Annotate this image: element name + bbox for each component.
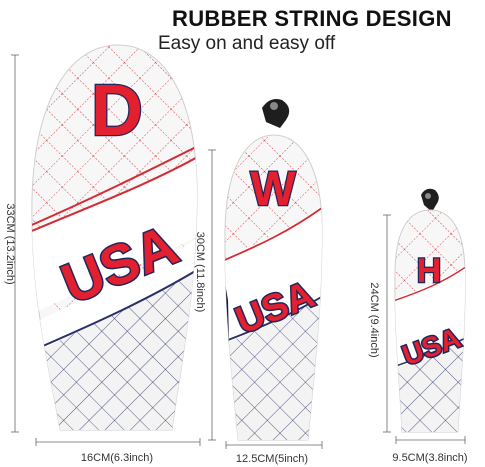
hybrid-headcover: H USA <box>394 188 466 433</box>
fairway-height-label: 30CM (11.8inch) <box>194 232 206 313</box>
fairway-width-dimension <box>225 441 323 449</box>
hybrid-height-label: 24CM (9.4inch) <box>368 282 380 357</box>
driver-headcover: D USA <box>31 44 198 431</box>
page-subtitle: Easy on and easy off <box>158 33 336 54</box>
hybrid-letter: H <box>417 252 442 290</box>
fairway-letter: W <box>250 163 296 216</box>
driver-height-label: 33CM (13.2inch) <box>4 203 16 284</box>
fairway-height-dimension <box>208 149 216 441</box>
page-title: RUBBER STRING DESIGN <box>172 6 452 31</box>
hybrid-width-dimension <box>395 436 466 444</box>
driver-letter: D <box>91 71 143 151</box>
fairway-width-label: 12.5CM(5inch) <box>236 453 308 465</box>
fairway-headcover: W USA <box>224 99 323 441</box>
driver-width-label: 16CM(6.3inch) <box>81 452 153 464</box>
hybrid-height-dimension <box>383 214 391 433</box>
driver-height-dimension <box>11 54 19 433</box>
hybrid-width-label: 9.5CM(3.8inch) <box>392 452 467 464</box>
driver-width-dimension <box>35 438 201 446</box>
